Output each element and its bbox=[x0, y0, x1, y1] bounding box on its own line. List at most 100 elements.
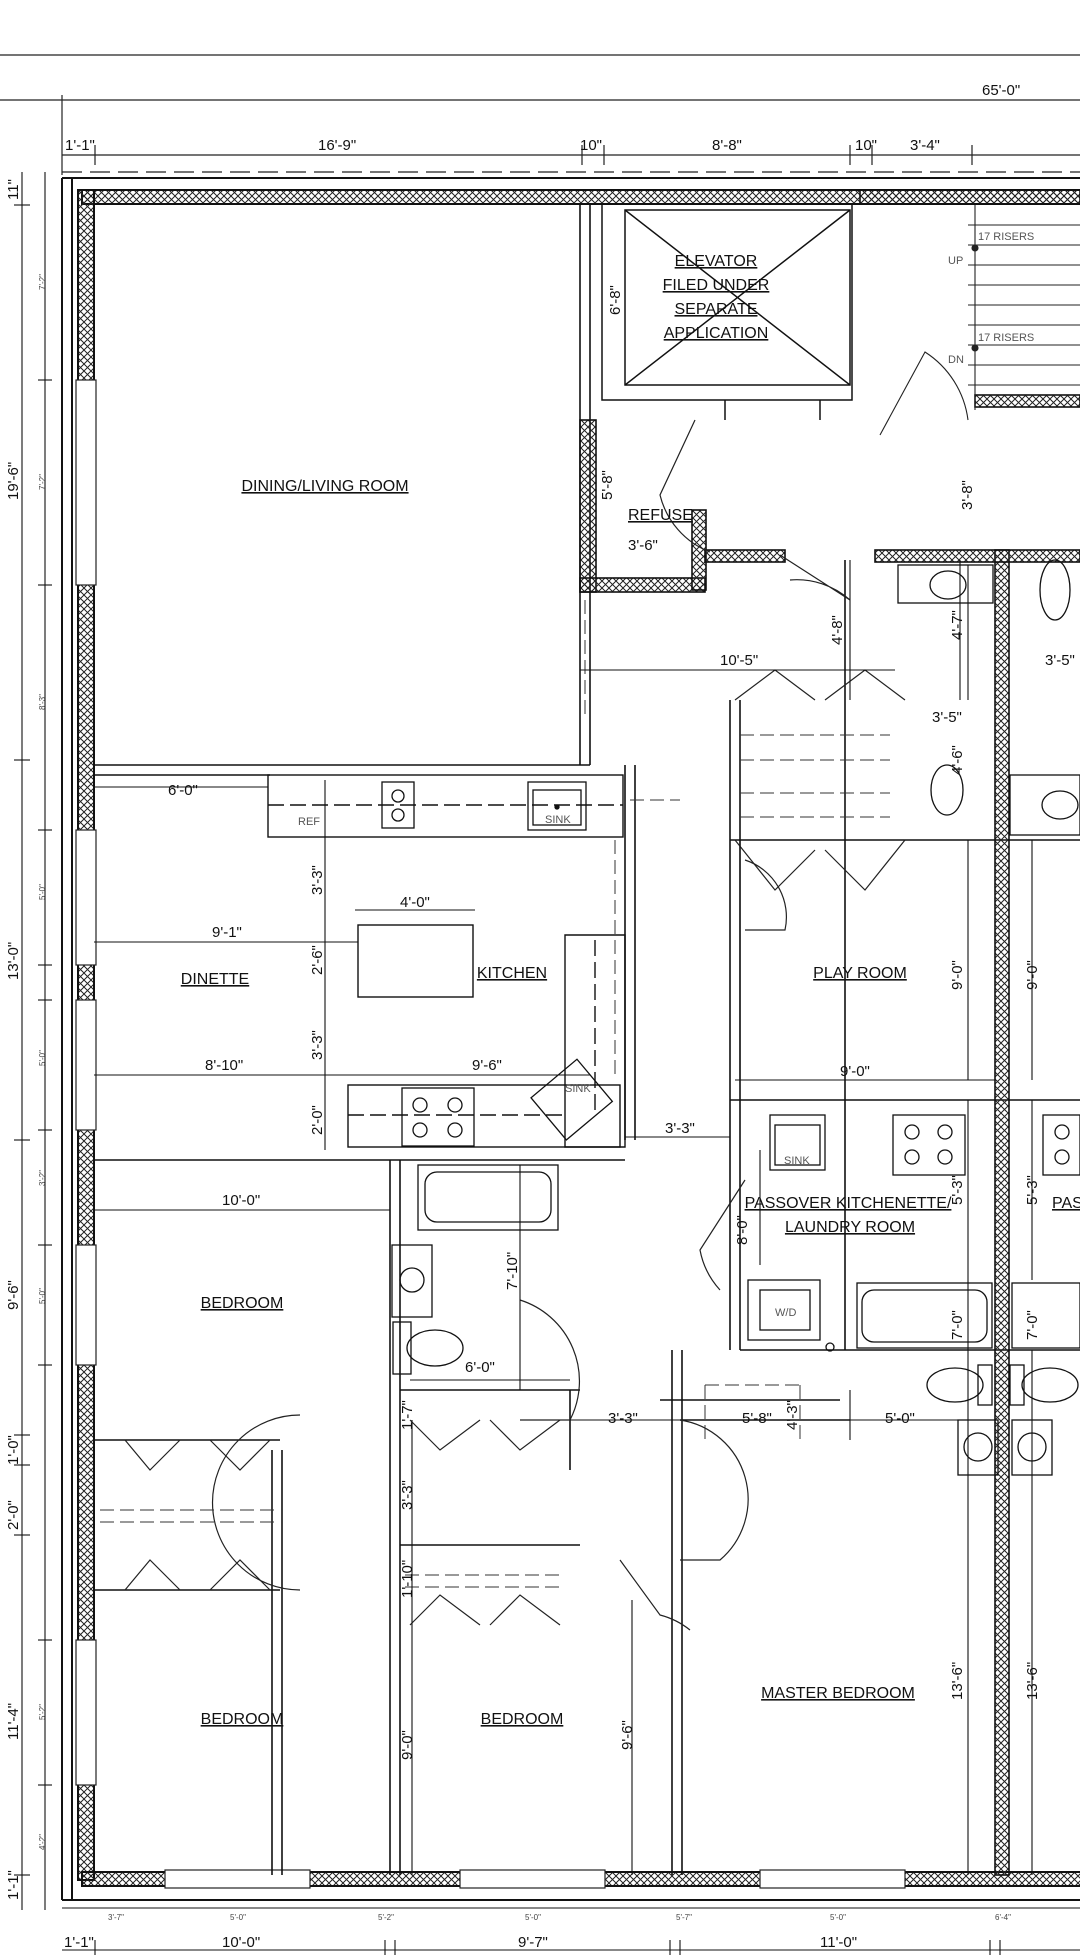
dim-dinette-w: 9'-1" bbox=[212, 924, 242, 941]
dim-k-v3: 3'-3" bbox=[309, 1030, 326, 1060]
dim-left-small-6: 3'-2" bbox=[38, 1170, 47, 1186]
dim-closet-v: 4'-6" bbox=[949, 745, 966, 775]
dim-stair-gap: 3'-8" bbox=[959, 480, 976, 510]
top-dimension-lines bbox=[0, 54, 1080, 175]
dim-left-small-4: 5'-0" bbox=[38, 884, 47, 900]
stair-risers-dn: 17 RISERS bbox=[978, 332, 1034, 344]
dim-counter-w: 8'-10" bbox=[205, 1057, 243, 1074]
wd-label: W/D bbox=[775, 1307, 796, 1319]
dim-mb-v: 13'-6" bbox=[949, 1662, 966, 1700]
kitchen-appliances bbox=[381, 781, 1080, 1341]
doors bbox=[124, 419, 906, 1631]
dim-bottom-small-5: 5'-7" bbox=[676, 1913, 692, 1922]
dim-bottom-small-4: 5'-0" bbox=[525, 1913, 541, 1922]
dim-top-2: 16'-9" bbox=[318, 137, 356, 154]
dim-left-2: 19'-6" bbox=[5, 462, 22, 500]
dim-refuse-h: 5'-8" bbox=[599, 470, 616, 500]
room-label-bedroom-1: BEDROOM bbox=[201, 1295, 284, 1312]
room-label-play-room: PLAY ROOM bbox=[813, 965, 907, 982]
bottom-dimension-labels: 1'-1" 10'-0" 9'-7" 11'-0" 3'-7" 5'-0" 5'… bbox=[64, 1913, 1011, 1951]
dim-mb-w: 5'-0" bbox=[885, 1410, 915, 1427]
dim-kitchenette-v: 8'-0" bbox=[734, 1215, 751, 1245]
dim-top-6: 3'-4" bbox=[910, 137, 940, 154]
dim-left-small-9: 4'-2" bbox=[38, 1834, 47, 1850]
top-dimension-labels: 65'-0" 1'-1" 16'-9" 10" 8'-8" 10" 3'-4" bbox=[65, 82, 1020, 154]
dim-bottom-small-7: 6'-4" bbox=[995, 1913, 1011, 1922]
dim-left-4: 9'-6" bbox=[5, 1280, 22, 1310]
dim-bottom-small-1: 3'-7" bbox=[108, 1913, 124, 1922]
dim-bottom-2: 10'-0" bbox=[222, 1934, 260, 1951]
dim-left-3: 13'-0" bbox=[5, 942, 22, 980]
dim-k-v1: 3'-3" bbox=[309, 865, 326, 895]
dim-ref-w: 6'-0" bbox=[168, 782, 198, 799]
dim-bath-r2: 7'-0" bbox=[1024, 1310, 1041, 1340]
interior-dimension-labels: 6'-8" 5'-8" 3'-6" 3'-8" 10'-5" 4'-8" 4'-… bbox=[168, 285, 1075, 1760]
room-label-master-bedroom: MASTER BEDROOM bbox=[761, 1685, 915, 1702]
dim-bottom-small-6: 5'-0" bbox=[830, 1913, 846, 1922]
dim-top-1: 1'-1" bbox=[65, 137, 95, 154]
room-label-bedroom-2: BEDROOM bbox=[201, 1711, 284, 1728]
dim-bottom-1: 1'-1" bbox=[64, 1934, 94, 1951]
room-label-kitchen: KITCHEN bbox=[477, 965, 547, 982]
dim-bath-r: 7'-0" bbox=[949, 1310, 966, 1340]
dim-right-w: 3'-5" bbox=[1045, 652, 1075, 669]
dim-hall-v: 4'-8" bbox=[829, 615, 846, 645]
dim-kitchenette-h: 5'-3" bbox=[949, 1175, 966, 1205]
sink-label-1: SINK bbox=[545, 814, 571, 826]
dim-sink-w: 9'-6" bbox=[472, 1057, 502, 1074]
stair-dn: DN bbox=[948, 354, 964, 366]
dim-elev-h: 6'-8" bbox=[607, 285, 624, 315]
dim-left-small-2: 7'-2" bbox=[38, 474, 47, 490]
dim-k-v2: 2'-6" bbox=[309, 945, 326, 975]
stair-risers-up: 17 RISERS bbox=[978, 231, 1034, 243]
dim-bottom-3: 9'-7" bbox=[518, 1934, 548, 1951]
dim-left-8: 1'-1" bbox=[5, 1870, 22, 1900]
dim-hall2-v2: 3'-3" bbox=[399, 1480, 416, 1510]
dim-overall: 65'-0" bbox=[982, 82, 1020, 99]
dim-play-v2: 9'-0" bbox=[1024, 960, 1041, 990]
closet-shelves bbox=[100, 600, 890, 1588]
stair-labels: 17 RISERS 17 RISERS UP DN bbox=[948, 231, 1034, 366]
dim-wic-v: 4'-3" bbox=[784, 1400, 801, 1430]
room-label-refuse: REFUSE bbox=[628, 507, 693, 524]
dim-wic-w: 5'-8" bbox=[742, 1410, 772, 1427]
dim-left-7: 11'-4" bbox=[5, 1703, 22, 1740]
dim-bottom-small-2: 5'-0" bbox=[230, 1913, 246, 1922]
stair bbox=[879, 205, 1080, 436]
ref-label: REF bbox=[298, 816, 320, 828]
elevator-label-2: FILED UNDER bbox=[663, 277, 770, 294]
room-labels: DINING/LIVING ROOM KITCHEN DINETTE BEDRO… bbox=[181, 253, 1080, 1728]
bottom-windows bbox=[164, 1869, 906, 1889]
dim-top-5: 10" bbox=[855, 137, 877, 154]
exterior-walls bbox=[61, 177, 1080, 1901]
dim-left-small-8: 5'-2" bbox=[38, 1704, 47, 1720]
dim-bed1-w: 10'-0" bbox=[222, 1192, 260, 1209]
dim-left-5: 1'-0" bbox=[5, 1435, 22, 1465]
dim-bath-h: 7'-10" bbox=[504, 1252, 521, 1290]
dim-bottom-small-3: 5'-2" bbox=[378, 1913, 394, 1922]
dim-left-small-1: 7'-2" bbox=[38, 274, 47, 290]
dim-left-small-7: 5'-0" bbox=[38, 1288, 47, 1304]
dim-bath-v: 4'-7" bbox=[949, 610, 966, 640]
elevator-label-4: APPLICATION bbox=[664, 325, 769, 342]
dim-mb-v2: 13'-6" bbox=[1024, 1662, 1041, 1700]
dim-hall2-v3: 1'-10" bbox=[399, 1560, 416, 1598]
dim-island-w: 4'-0" bbox=[400, 894, 430, 911]
dim-k-gap: 3'-3" bbox=[665, 1120, 695, 1137]
shaft-walls bbox=[579, 189, 1080, 1876]
dim-bottom-4: 11'-0" bbox=[820, 1934, 857, 1951]
sink-label-3: SINK bbox=[784, 1155, 810, 1167]
room-label-passover-1: PASSOVER KITCHENETTE/ bbox=[745, 1195, 952, 1212]
fixture-labels: REF SINK SINK SINK W/D bbox=[298, 814, 810, 1319]
dim-left-small-3: 8'-3" bbox=[38, 694, 47, 710]
room-label-dinette: DINETTE bbox=[181, 971, 249, 988]
room-label-passover-2: LAUNDRY ROOM bbox=[785, 1219, 915, 1236]
dim-hall2-v1: 1'-7" bbox=[399, 1400, 416, 1430]
dim-bath-w: 6'-0" bbox=[465, 1359, 495, 1376]
dim-bed2-v: 9'-0" bbox=[399, 1730, 416, 1760]
dim-bed3-v: 9'-6" bbox=[619, 1720, 636, 1750]
bottom-dimension-row bbox=[62, 1907, 1080, 1955]
dim-left-small-5: 5'-0" bbox=[38, 1050, 47, 1066]
room-label-bedroom-3: BEDROOM bbox=[481, 1711, 564, 1728]
